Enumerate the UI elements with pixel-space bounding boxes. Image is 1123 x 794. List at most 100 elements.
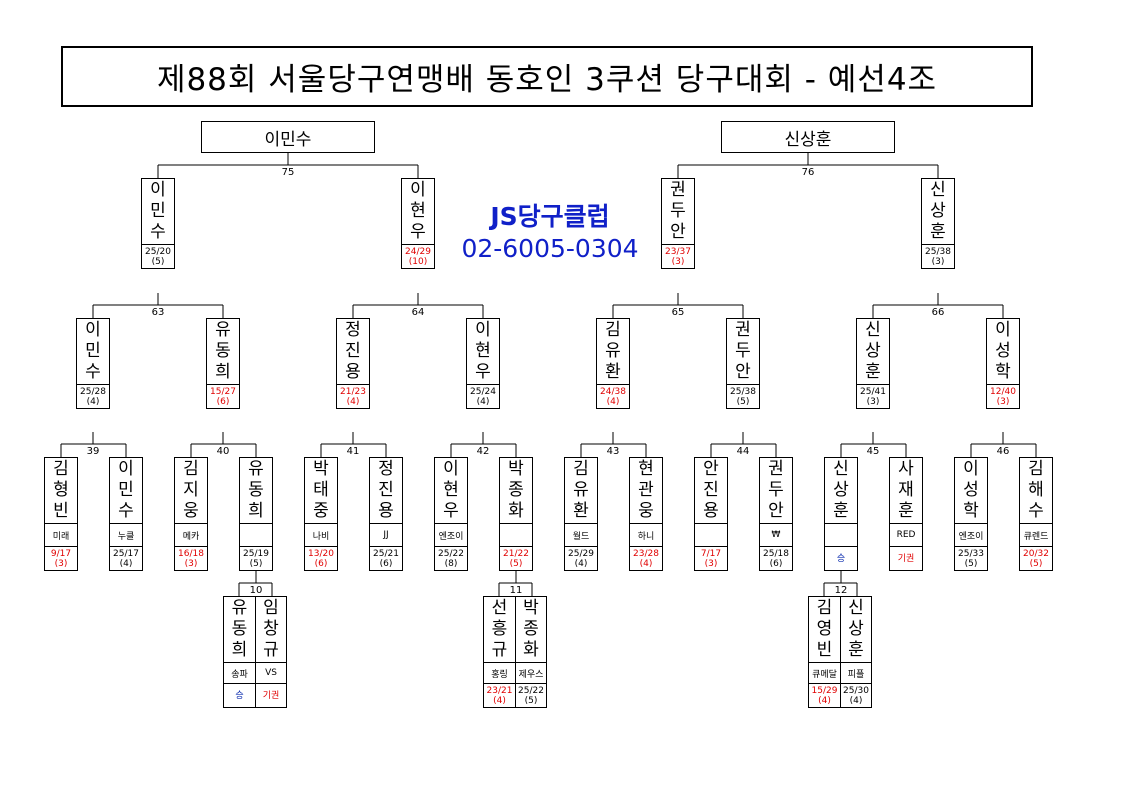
name-char: 규 xyxy=(263,640,279,660)
name-char: 흥 xyxy=(491,619,508,639)
name-char: 이 xyxy=(150,180,166,200)
innings: (4) xyxy=(606,396,620,407)
match-number: 10 xyxy=(249,585,263,596)
club-name: 피플 xyxy=(841,663,871,684)
club-name: 엔조이 xyxy=(435,524,467,547)
match-result: 25/38(3) xyxy=(922,245,954,268)
name-char: 이 xyxy=(443,459,459,479)
name-char: 진 xyxy=(378,480,394,500)
match-result: 12/40(3) xyxy=(987,385,1019,408)
name-char: 우 xyxy=(410,222,426,242)
name-char: 영 xyxy=(816,619,833,639)
name-char: 이 xyxy=(475,320,491,340)
page-title: 제88회 서울당구연맹배 동호인 3쿠션 당구대회 - 예선4조 xyxy=(61,46,1033,107)
name-char: 해 xyxy=(1028,480,1044,500)
score: 기권 xyxy=(262,690,280,701)
name-char: 동 xyxy=(231,619,248,639)
club-name: 누클 xyxy=(110,524,142,547)
name-char: 용 xyxy=(703,501,719,521)
club-name: 홍링 xyxy=(484,663,515,684)
club-name: 월드 xyxy=(565,524,597,547)
name-char: 김 xyxy=(816,598,833,618)
name-char: 현 xyxy=(443,480,459,500)
name-char: 유 xyxy=(605,341,621,361)
club-name xyxy=(695,524,727,547)
name-char: 상 xyxy=(930,201,946,221)
match-number: 64 xyxy=(411,307,425,318)
innings: (4) xyxy=(574,558,588,569)
name-char: 상 xyxy=(865,341,881,361)
score: 25/20 xyxy=(145,246,171,257)
match-number: 75 xyxy=(281,167,295,178)
match-result: 9/17(3) xyxy=(45,547,77,570)
club-name xyxy=(500,524,532,547)
score: 25/28 xyxy=(80,386,106,397)
match-number: 40 xyxy=(216,446,230,457)
name-char: 규 xyxy=(491,640,508,660)
match-result: 25/41(3) xyxy=(857,385,889,408)
name-char: 희 xyxy=(231,640,248,660)
score: 25/38 xyxy=(925,246,951,257)
score: 23/28 xyxy=(633,548,659,559)
innings: (10) xyxy=(408,256,428,267)
match-result: 23/37(3) xyxy=(662,245,694,268)
club-name xyxy=(240,524,272,547)
name-char: 웅 xyxy=(638,501,654,521)
match-result: 13/20(6) xyxy=(305,547,337,570)
score: 25/29 xyxy=(568,548,594,559)
name-char: 안 xyxy=(768,501,784,521)
score: 25/41 xyxy=(860,386,886,397)
innings: (4) xyxy=(86,396,100,407)
name-char: 신 xyxy=(930,180,946,200)
name-char: 김 xyxy=(53,459,69,479)
club-name-ad: JS당구클럽 xyxy=(490,202,610,231)
innings: (4) xyxy=(849,695,863,706)
score: 25/21 xyxy=(373,548,399,559)
innings: (3) xyxy=(931,256,945,267)
name-char: 정 xyxy=(378,459,394,479)
name-char: 유 xyxy=(215,320,231,340)
name-char: 박 xyxy=(313,459,329,479)
name-char: 빈 xyxy=(53,501,69,521)
name-char: 웅 xyxy=(183,501,199,521)
name-char: 재 xyxy=(898,480,914,500)
club-name: VS xyxy=(256,663,286,684)
match-number: 65 xyxy=(671,307,685,318)
name-char: 학 xyxy=(963,501,979,521)
innings: (4) xyxy=(119,558,133,569)
name-char: 유 xyxy=(573,480,589,500)
match-number: 46 xyxy=(996,446,1010,457)
innings: (3) xyxy=(866,396,880,407)
score: 25/18 xyxy=(763,548,789,559)
name-char: 박 xyxy=(508,459,524,479)
name-char: 희 xyxy=(215,362,231,382)
name-char: 신 xyxy=(865,320,881,340)
match-number: 42 xyxy=(476,446,490,457)
